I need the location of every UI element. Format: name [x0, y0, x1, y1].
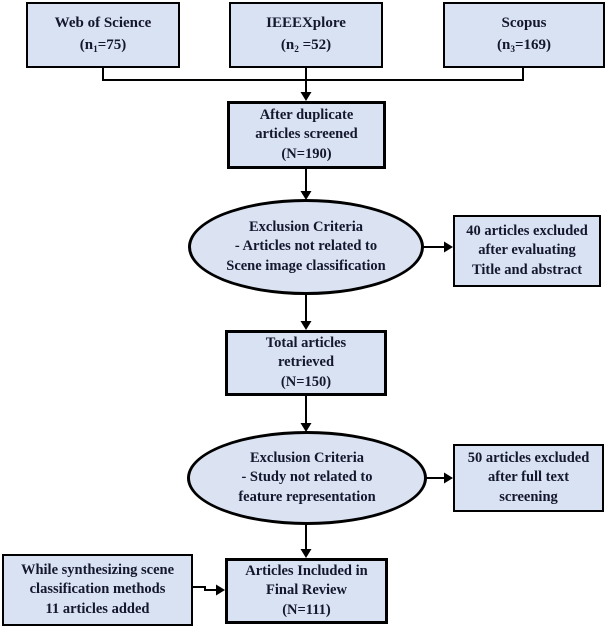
source-title: IEEEXplore	[266, 14, 346, 31]
excluded1-line-2: after evaluating	[478, 242, 576, 259]
connector-sources-junction	[102, 68, 524, 81]
articles-added-box: While synthesizing scene classification …	[2, 554, 193, 626]
arrowhead-down-icon	[300, 549, 312, 558]
arrow-screened-to-exclusion1	[300, 169, 312, 200]
arrow-added-to-final	[193, 584, 225, 596]
arrowhead-right-icon	[444, 241, 453, 253]
count-prefix: (n	[496, 37, 511, 54]
final-line-3: (N=111)	[282, 601, 331, 618]
excluded-full-text-box: 50 articles excluded after full text scr…	[453, 444, 604, 512]
source-title: Web of Science	[54, 14, 152, 31]
source-box-scopus: Scopus (n3=169)	[443, 2, 605, 68]
count-subscript: 1	[93, 45, 98, 56]
added-line-2: classification methods	[29, 581, 166, 598]
arrow-sources-to-screened	[300, 68, 312, 101]
exclusion1-line-1: Exclusion Criteria	[249, 219, 363, 236]
retrieved-line-2: retrieved	[277, 354, 335, 371]
arrow-retrieved-to-exclusion2	[300, 396, 312, 432]
arrowhead-right-icon	[216, 584, 225, 596]
excluded-title-abstract-box: 40 articles excluded after evaluating Ti…	[453, 215, 601, 287]
count-subscript: 2	[294, 45, 299, 56]
exclusion2-line-1: Exclusion Criteria	[250, 450, 364, 467]
excluded2-line-2: after full text	[487, 469, 570, 486]
arrowhead-down-icon	[300, 423, 312, 432]
exclusion-criteria-2-ellipse: Exclusion Criteria - Study not related t…	[187, 431, 427, 525]
arrow-line	[193, 586, 216, 591]
count-prefix: (n	[79, 37, 94, 54]
source-count: (n1=75)	[80, 34, 127, 58]
arrowhead-down-icon	[300, 191, 312, 200]
count-suffix: =169)	[514, 37, 552, 54]
count-suffix: =52)	[298, 37, 332, 54]
connector-line	[102, 68, 524, 81]
excluded1-line-1: 40 articles excluded	[466, 223, 588, 240]
exclusion2-line-3: feature representation	[238, 488, 376, 505]
arrowhead-down-icon	[300, 92, 312, 101]
exclusion1-line-2: - Articles not related to	[234, 238, 378, 255]
screened-line-1: After duplicate	[259, 107, 354, 124]
arrowhead-right-icon	[444, 472, 453, 484]
screened-line-2: articles screened	[255, 126, 358, 143]
retrieved-line-1: Total articles	[265, 335, 347, 352]
arrow-exclusion2-to-excluded2	[426, 472, 453, 484]
arrow-exclusion2-to-final	[300, 524, 312, 558]
final-line-2: Final Review	[266, 582, 347, 599]
arrow-exclusion1-to-excluded1	[423, 241, 453, 253]
retrieved-box: Total articles retrieved (N=150)	[225, 330, 387, 396]
excluded2-line-3: screening	[499, 488, 558, 505]
retrieved-line-3: (N=150)	[280, 373, 332, 390]
excluded2-line-1: 50 articles excluded	[467, 450, 590, 467]
final-line-1: Articles Included in	[245, 563, 368, 580]
source-box-web-of-science: Web of Science (n1=75)	[26, 2, 180, 68]
excluded1-line-3: Title and abstract	[471, 261, 583, 278]
arrow-exclusion1-to-retrieved	[300, 294, 312, 330]
screened-line-3: (N=190)	[281, 145, 332, 162]
exclusion2-line-2: - Study not related to	[241, 469, 373, 486]
final-review-box: Articles Included in Final Review (N=111…	[225, 558, 388, 624]
added-line-1: While synthesizing scene	[20, 562, 175, 579]
arrowhead-down-icon	[300, 321, 312, 330]
screened-box: After duplicate articles screened (N=190…	[227, 101, 386, 169]
count-prefix: (n	[280, 37, 295, 54]
exclusion1-line-3: Scene image classification	[226, 257, 386, 274]
source-title: Scopus	[501, 14, 547, 31]
count-suffix: =75)	[97, 37, 127, 54]
count-subscript: 3	[510, 45, 515, 56]
source-box-ieeexplore: IEEEXplore (n2 =52)	[229, 2, 383, 68]
source-count: (n3=169)	[497, 34, 551, 58]
source-count: (n2 =52)	[281, 34, 331, 58]
added-line-3: 11 articles added	[45, 600, 150, 617]
exclusion-criteria-1-ellipse: Exclusion Criteria - Articles not relate…	[188, 199, 424, 295]
